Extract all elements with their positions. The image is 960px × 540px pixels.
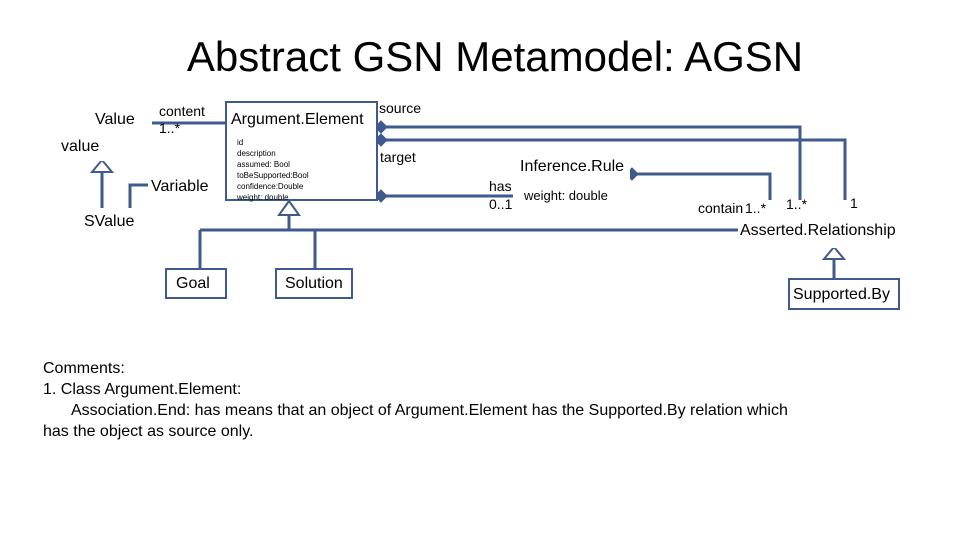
value-class[interactable]: Value value	[52, 101, 152, 161]
value-class-attribute: value	[61, 138, 100, 155]
solution-class[interactable]: Solution	[275, 268, 353, 299]
supported-by-class[interactable]: Supported.By	[788, 278, 900, 310]
value-generalization-arrow	[89, 158, 115, 173]
inference-rule-class[interactable]: Inference.Rule weight: double	[513, 152, 630, 222]
inference-rule-name: Inference.Rule	[520, 158, 625, 175]
argument-element-attribute: id	[237, 138, 244, 147]
one-multiplicity-label: 1	[850, 195, 858, 211]
argument-element-generalization-arrow	[277, 199, 301, 216]
comment-detail: Association.End: has means that an objec…	[71, 402, 788, 419]
has-role-label: has	[489, 178, 512, 194]
content-role-label: content	[159, 103, 205, 119]
argument-element-attribute: weight: double	[237, 193, 289, 202]
target-association-line	[381, 138, 847, 200]
inference-rule-attribute: weight: double	[524, 188, 608, 203]
comment-detail: has the object as source only.	[43, 423, 254, 440]
value-class-name: Value	[95, 111, 135, 128]
source-role-label: source	[379, 100, 422, 116]
argument-element-attribute: assumed: Bool	[237, 160, 290, 169]
page-title: Abstract GSN Metamodel: AGSN	[186, 33, 804, 80]
solution-class-name: Solution	[285, 275, 343, 292]
asserted-relationship-generalization-arrow	[821, 245, 847, 260]
goal-class-name: Goal	[176, 275, 210, 292]
supported-by-name: Supported.By	[793, 286, 890, 303]
goal-class[interactable]: Goal	[165, 268, 227, 299]
comments-block: Comments: 1. Class Argument.Element: Ass…	[43, 358, 788, 442]
svalue-class-name[interactable]: SValue	[84, 213, 135, 230]
argument-element-attribute: description	[237, 149, 276, 158]
many-multiplicity-label: 1..*	[786, 196, 808, 212]
asserted-relationship-name: Asserted.Relationship	[740, 222, 896, 239]
argument-element-attribute: confidence:Double	[237, 182, 304, 191]
target-role-label: target	[380, 149, 416, 165]
asserted-relationship-class[interactable]: Asserted.Relationship	[738, 218, 916, 248]
variable-generalization-line	[128, 183, 148, 208]
comment-item: 1. Class Argument.Element:	[43, 381, 242, 398]
comments-heading: Comments:	[43, 360, 125, 377]
contain-role-label: contain	[698, 200, 744, 216]
argument-element-attribute: toBeSupported:Bool	[237, 171, 309, 180]
has-multiplicity-label: 0..1	[489, 196, 513, 212]
argument-element-class[interactable]: Argument.Element id description assumed:…	[225, 101, 378, 203]
argument-element-attribute-list: id description assumed: Bool toBeSupport…	[237, 137, 309, 203]
contain-multiplicity-label: 1..*	[745, 200, 767, 216]
source-association-line	[381, 125, 802, 200]
argument-element-name: Argument.Element	[231, 111, 364, 128]
contain-association-line	[632, 172, 772, 200]
variable-class-name[interactable]: Variable	[151, 178, 209, 195]
content-multiplicity-label: 1..*	[159, 120, 181, 136]
